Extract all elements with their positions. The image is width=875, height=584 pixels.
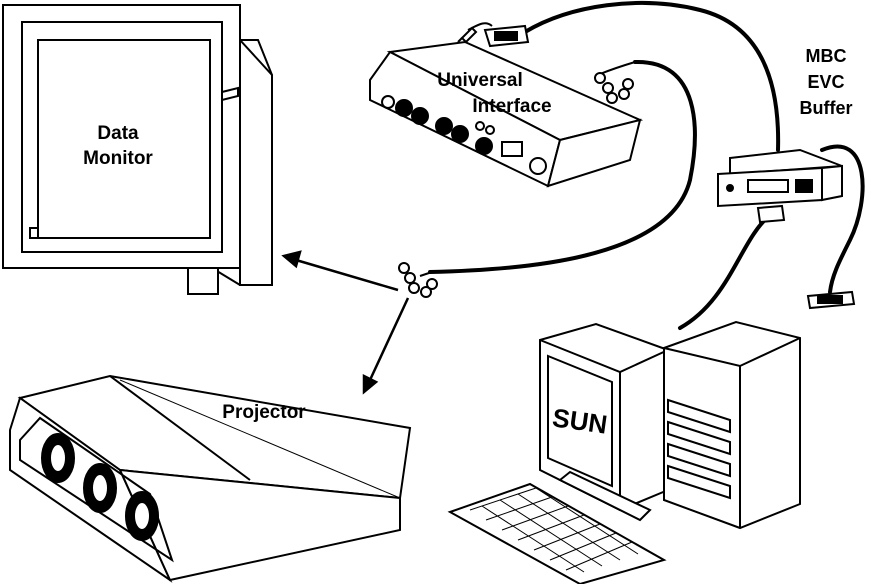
universal-interface-label-line1: Universal [437,70,523,91]
cable-bnc-bundle [428,59,697,274]
cable-buffer-to-sun [678,213,772,330]
sun-monitor-screen [547,354,613,488]
sun-workstation [447,320,801,584]
cable-vga-to-buffer [523,1,781,152]
monitor-screen [37,39,211,239]
vga-plug-top [483,24,530,48]
buffer-label-line3: Buffer [800,98,853,118]
arrows [281,250,410,395]
buffer-connector-bottom [756,204,786,224]
connector-right [806,290,856,310]
cable-buffer-to-connector [820,144,865,294]
data-monitor [2,4,273,295]
cables [428,1,865,330]
projector [9,374,412,583]
mbc-evc-buffer [717,148,843,208]
buffer-label-line1: MBC [806,46,847,66]
data-monitor-label-line2: Monitor [83,148,153,169]
universal-interface [369,40,644,188]
arrow-to-projector [368,297,410,381]
small-plug-top [457,26,478,44]
keyboard-keys [469,487,639,573]
universal-interface-label-line2: Interface [472,96,551,117]
data-monitor-label-line1: Data [97,123,139,144]
bnc-fanout-middle [398,262,438,298]
projector-label: Projector [222,402,306,423]
interface-bnc-fan [594,61,636,104]
buffer-label-line2: EVC [807,72,844,92]
arrow-to-monitor [295,258,399,292]
sun-keyboard [447,482,667,584]
